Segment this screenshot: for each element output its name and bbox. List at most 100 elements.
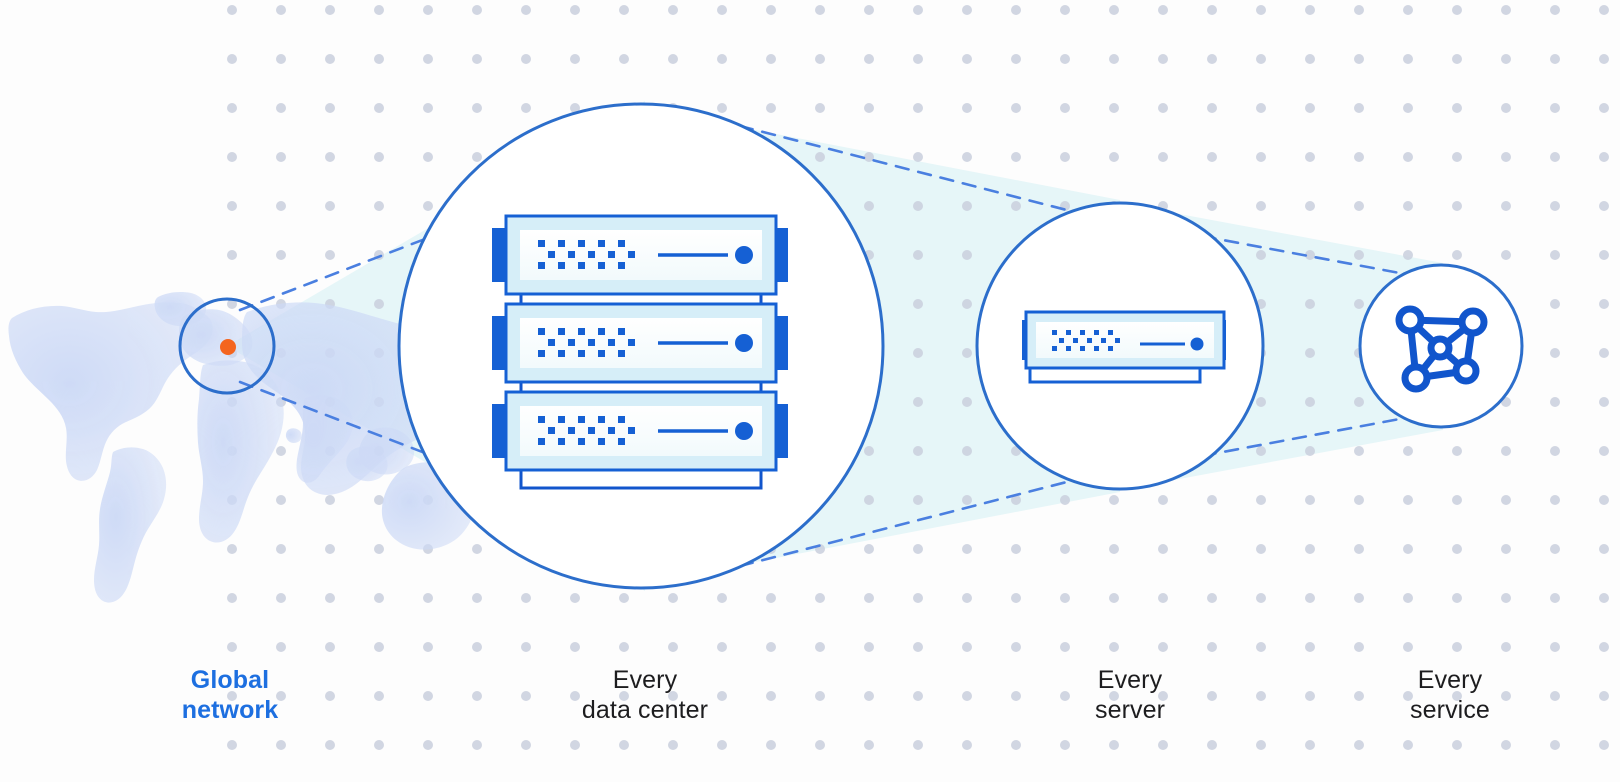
grid-dot bbox=[227, 152, 237, 162]
grid-dot bbox=[1501, 495, 1511, 505]
grid-dot bbox=[570, 54, 580, 64]
grid-dot bbox=[1354, 152, 1364, 162]
grid-dot bbox=[1011, 54, 1021, 64]
grid-dot bbox=[1109, 593, 1119, 603]
grid-dot bbox=[570, 5, 580, 15]
grid-dot bbox=[766, 642, 776, 652]
grid-dot bbox=[276, 201, 286, 211]
grid-dot bbox=[1403, 103, 1413, 113]
grid-dot bbox=[962, 642, 972, 652]
grid-dot bbox=[423, 642, 433, 652]
grid-dot bbox=[1256, 740, 1266, 750]
grid-dot bbox=[1501, 740, 1511, 750]
grid-dot bbox=[1501, 103, 1511, 113]
grid-dot bbox=[1403, 495, 1413, 505]
grid-dot bbox=[472, 544, 482, 554]
grid-dot bbox=[913, 740, 923, 750]
grid-dot bbox=[1550, 54, 1560, 64]
grid-dot bbox=[1060, 54, 1070, 64]
grid-dot bbox=[1011, 544, 1021, 554]
grid-dot bbox=[1403, 201, 1413, 211]
grid-dot bbox=[374, 495, 384, 505]
grid-dot bbox=[325, 54, 335, 64]
grid-dot bbox=[864, 5, 874, 15]
grid-dot bbox=[1403, 642, 1413, 652]
location-pin-marker bbox=[220, 339, 236, 355]
grid-dot bbox=[1501, 691, 1511, 701]
grid-dot bbox=[668, 593, 678, 603]
grid-dot bbox=[1501, 642, 1511, 652]
grid-dot bbox=[374, 691, 384, 701]
grid-dot bbox=[1550, 691, 1560, 701]
grid-dot bbox=[962, 691, 972, 701]
grid-dot bbox=[1599, 740, 1609, 750]
grid-dot bbox=[374, 740, 384, 750]
grid-dot bbox=[962, 299, 972, 309]
grid-dot bbox=[374, 201, 384, 211]
grid-dot bbox=[1256, 152, 1266, 162]
grid-dot bbox=[1599, 642, 1609, 652]
grid-dot bbox=[766, 103, 776, 113]
grid-dot bbox=[1060, 495, 1070, 505]
grid-dot bbox=[1011, 201, 1021, 211]
grid-dot bbox=[374, 299, 384, 309]
grid-dot bbox=[1256, 642, 1266, 652]
grid-dot bbox=[717, 103, 727, 113]
grid-dot bbox=[1109, 103, 1119, 113]
grid-dot bbox=[962, 446, 972, 456]
grid-dot bbox=[913, 201, 923, 211]
grid-dot bbox=[1452, 740, 1462, 750]
grid-dot bbox=[913, 103, 923, 113]
grid-dot bbox=[1452, 691, 1462, 701]
grid-dot bbox=[1305, 299, 1315, 309]
grid-dot bbox=[913, 54, 923, 64]
grid-dot bbox=[1305, 495, 1315, 505]
grid-dot bbox=[1207, 54, 1217, 64]
grid-dot bbox=[1403, 740, 1413, 750]
grid-dot bbox=[1403, 54, 1413, 64]
grid-dot bbox=[1060, 152, 1070, 162]
grid-dot bbox=[619, 691, 629, 701]
stage-circle-global-network[interactable] bbox=[178, 297, 276, 395]
grid-dot bbox=[1207, 642, 1217, 652]
grid-dot bbox=[864, 103, 874, 113]
grid-dot bbox=[227, 642, 237, 652]
grid-dot bbox=[276, 54, 286, 64]
grid-dot bbox=[423, 152, 433, 162]
grid-dot bbox=[1256, 201, 1266, 211]
grid-dot bbox=[864, 593, 874, 603]
grid-dot bbox=[913, 299, 923, 309]
grid-dot bbox=[1011, 103, 1021, 113]
grid-dot bbox=[815, 152, 825, 162]
grid-dot bbox=[1403, 446, 1413, 456]
grid-dot bbox=[1550, 642, 1560, 652]
grid-dot bbox=[1207, 201, 1217, 211]
grid-dot bbox=[717, 691, 727, 701]
grid-dot bbox=[1354, 544, 1364, 554]
grid-dot bbox=[1207, 691, 1217, 701]
grid-dot bbox=[962, 5, 972, 15]
grid-dot bbox=[1256, 495, 1266, 505]
grid-dot bbox=[521, 642, 531, 652]
grid-dot bbox=[1305, 740, 1315, 750]
grid-dot bbox=[325, 593, 335, 603]
grid-dot bbox=[619, 642, 629, 652]
grid-dot bbox=[815, 54, 825, 64]
grid-dot bbox=[864, 495, 874, 505]
grid-dot bbox=[570, 642, 580, 652]
grid-dot bbox=[1550, 201, 1560, 211]
grid-dot bbox=[1158, 691, 1168, 701]
grid-dot bbox=[472, 691, 482, 701]
grid-dot bbox=[1158, 740, 1168, 750]
grid-dot bbox=[913, 397, 923, 407]
grid-dot bbox=[1354, 201, 1364, 211]
grid-dot bbox=[766, 54, 776, 64]
grid-dot bbox=[1256, 250, 1266, 260]
grid-dot bbox=[325, 740, 335, 750]
grid-dot bbox=[1011, 495, 1021, 505]
grid-dot bbox=[423, 54, 433, 64]
grid-dot bbox=[1452, 446, 1462, 456]
grid-dot bbox=[521, 593, 531, 603]
grid-dot bbox=[1207, 740, 1217, 750]
grid-dot bbox=[276, 446, 286, 456]
